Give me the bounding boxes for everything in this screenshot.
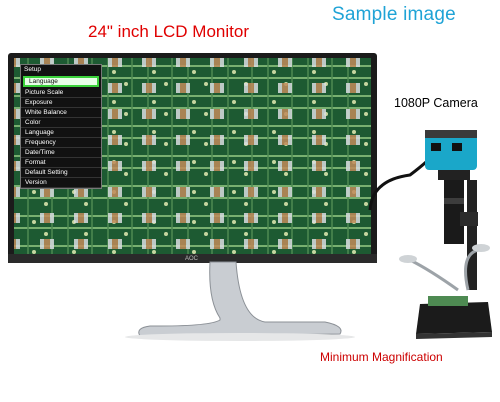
osd-menu-item[interactable]: Picture Scale bbox=[21, 88, 101, 98]
monitor-brand: AOC bbox=[185, 256, 199, 262]
osd-menu-item[interactable]: Color bbox=[21, 118, 101, 128]
osd-menu-item[interactable]: Format bbox=[21, 158, 101, 168]
osd-menu-item[interactable]: Language bbox=[21, 128, 101, 138]
osd-menu-item[interactable]: Exposure bbox=[21, 98, 101, 108]
osd-menu-item[interactable]: Default Setting bbox=[21, 168, 101, 178]
sample-image-label: Sample image bbox=[332, 4, 456, 25]
camera-label: 1080P Camera bbox=[394, 96, 478, 110]
osd-menu-title: Setup bbox=[24, 66, 41, 73]
headline: 24" inch LCD Monitor bbox=[88, 22, 249, 41]
camera-body bbox=[425, 130, 477, 170]
osd-menu-item[interactable]: Version bbox=[21, 178, 101, 188]
osd-menu-item[interactable]: Frequency bbox=[21, 138, 101, 148]
osd-menu: Setup Language Picture Scale Exposure Wh… bbox=[20, 64, 102, 189]
magnification-label: Minimum Magnification bbox=[320, 350, 443, 364]
osd-menu-item[interactable]: White Balance bbox=[21, 108, 101, 118]
osd-menu-item[interactable]: Date/Time bbox=[21, 148, 101, 158]
monitor-stand bbox=[138, 261, 342, 337]
osd-menu-item[interactable]: Language bbox=[23, 76, 99, 87]
